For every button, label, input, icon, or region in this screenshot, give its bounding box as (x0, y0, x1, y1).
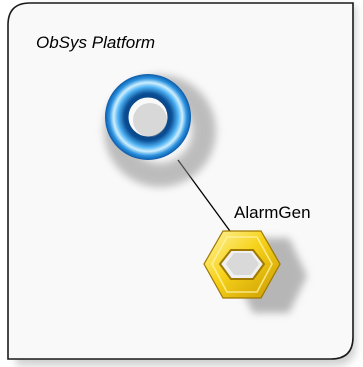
node-label-alarmgen: AlarmGen (234, 203, 311, 222)
component-hexagon-hole (218, 249, 266, 280)
component-hexagon-bevel (211, 236, 273, 293)
platform-ring-inner-rim (125, 94, 171, 140)
platform-ring-hole (127, 96, 169, 138)
platform-ring-hole-shade (133, 103, 167, 137)
platform-title: ObSys Platform (36, 33, 156, 52)
component-hexagon-hole-shade (226, 253, 259, 275)
